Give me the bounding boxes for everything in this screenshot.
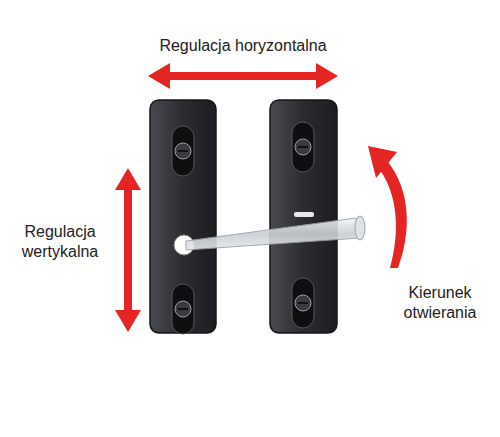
opening-arrow xyxy=(368,146,407,268)
annotation-label: Kierunek otwierania xyxy=(388,283,492,323)
annotation-label: Regulacja wertykalna xyxy=(10,222,110,262)
hinge-pin xyxy=(186,216,365,250)
annotation-label: Regulacja horyzontalna xyxy=(143,36,343,56)
horizontal-arrow xyxy=(148,63,338,89)
left-hinge-plate xyxy=(150,100,216,334)
vertical-arrow xyxy=(115,168,141,332)
right-hinge-plate xyxy=(270,100,337,333)
